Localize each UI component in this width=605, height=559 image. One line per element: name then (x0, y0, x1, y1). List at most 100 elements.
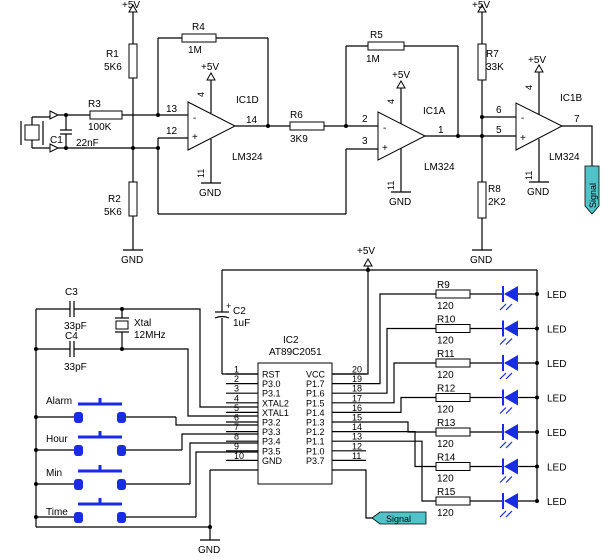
led-label-7: LED (547, 497, 566, 508)
led-res-name-1: R9 (437, 280, 450, 291)
svg-text:GND: GND (470, 255, 492, 266)
led-res-name-3: R11 (437, 349, 455, 360)
resistor-r3 (89, 110, 123, 120)
ic1b-pin7: 7 (574, 114, 580, 125)
svg-text:+5V: +5V (528, 55, 546, 66)
led-label-1: LED (547, 290, 566, 301)
r1-name: R1 (106, 49, 119, 60)
switch-min (36, 465, 190, 490)
ic1d-name: IC1D (236, 95, 259, 106)
led-ray-b-1 (505, 303, 513, 311)
mcu-pin-7-number: 7 (234, 422, 239, 432)
svg-text:GND: GND (198, 545, 220, 556)
svg-text:+5V: +5V (122, 0, 140, 11)
led-res-name-4: R12 (437, 384, 456, 395)
resistor-r5 (367, 41, 405, 51)
led-junction-7 (535, 499, 539, 503)
mcu-pin-17-label: P1.5 (306, 398, 325, 408)
led-res-name-5: R13 (437, 418, 456, 429)
led-label-2: LED (547, 325, 566, 336)
r8-name: R8 (488, 184, 501, 195)
led-label-3: LED (547, 359, 566, 370)
led-wire-4 (366, 396, 436, 413)
mcu-pin-4-label: XTAL2 (262, 398, 289, 408)
mcu-name: IC2 (283, 335, 299, 346)
ic1b-name: IC1B (560, 93, 583, 104)
led-ray-b-4 (505, 407, 513, 414)
svg-text:+: + (226, 301, 231, 311)
mcu-ic2 (257, 362, 333, 485)
c3-value: 33pF (64, 321, 87, 332)
mcu-pin-6-label: P3.2 (262, 418, 281, 428)
switch-label-alarm: Alarm (46, 396, 72, 407)
ic1d-pin14: 14 (246, 115, 258, 126)
led-ray-a-1 (499, 303, 507, 311)
led-res-value-1: 120 (437, 301, 454, 312)
r2-name: R2 (108, 194, 121, 205)
svg-text:+5V: +5V (392, 70, 410, 81)
resistor-r11 (435, 358, 471, 368)
opamp-ic1d: - + (187, 101, 237, 151)
led-label-6: LED (547, 463, 566, 474)
r1-value: 5K6 (104, 62, 122, 73)
c4-name: C4 (65, 331, 78, 342)
resistor-r8 (477, 181, 487, 219)
mcu-pin-13-number: 13 (352, 432, 362, 442)
led-2 (504, 320, 518, 337)
ic1a-pin4: 4 (386, 99, 396, 104)
svg-text:+: + (520, 133, 526, 144)
mcu-pin-10-label: GND (262, 456, 283, 466)
mcu-pin-10-number: 10 (234, 451, 244, 461)
ic1a-pin2: 2 (362, 114, 368, 125)
r5-name: R5 (370, 30, 383, 41)
led-res-name-6: R14 (437, 453, 456, 464)
svg-text:GND: GND (121, 255, 143, 266)
led-res-value-3: 120 (437, 370, 454, 381)
ic1b-pin4: 4 (524, 85, 534, 90)
svg-text:GND: GND (527, 187, 549, 198)
resistor-r7 (477, 43, 487, 81)
mcu-pin-1-label: RST (262, 370, 281, 380)
led-bank: R9120LEDR10120LEDR11120LEDR12120LEDR1312… (366, 280, 566, 519)
r8-value: 2K2 (488, 197, 506, 208)
led-3 (504, 355, 518, 371)
led-res-name-2: R10 (437, 315, 456, 326)
c2-value: 1uF (233, 318, 250, 329)
ic1a-pin3: 3 (362, 136, 368, 147)
led-res-value-4: 120 (437, 405, 454, 416)
c3-name: C3 (65, 287, 78, 298)
led-ray-a-7 (499, 510, 507, 518)
mcu-pin-20-label: VCC (306, 370, 326, 380)
svg-text:GND: GND (389, 197, 411, 208)
ic1a-name: IC1A (423, 106, 446, 117)
xtal-name: Xtal (134, 318, 151, 329)
led-ray-b-7 (505, 510, 513, 518)
resistor-r2 (128, 181, 138, 217)
mcu-pin-19-label: P1.7 (306, 379, 325, 389)
led-ray-a-6 (499, 476, 507, 483)
ic1b-pin11: 11 (524, 171, 534, 180)
c1-name: C1 (50, 135, 63, 146)
crystal-xtal (115, 309, 129, 349)
vcc-1: +5V (122, 0, 140, 13)
switch-alarm (36, 398, 176, 423)
mcu-pin-12-label: P1.0 (306, 446, 325, 456)
svg-text:+5V: +5V (357, 246, 375, 257)
led-res-value-5: 120 (437, 439, 454, 450)
r3-value: 100K (88, 122, 112, 133)
svg-text:+: + (192, 132, 198, 143)
led-wire-5 (366, 421, 436, 433)
r4-name: R4 (192, 22, 205, 33)
r3-name: R3 (88, 99, 101, 110)
mcu-pin-15-label: P1.3 (306, 418, 325, 428)
mcu-pin-6-number: 6 (234, 413, 239, 423)
led-res-name-7: R15 (437, 487, 456, 498)
mcu-pin-16-label: P1.4 (306, 408, 325, 418)
led-wire-6 (366, 431, 436, 468)
mcu-pin-15-number: 15 (352, 413, 362, 423)
input-transducer (20, 110, 60, 153)
resistor-r6 (289, 121, 325, 131)
resistor-r14 (435, 462, 471, 471)
r5-value: 1M (366, 54, 380, 65)
svg-text:-: - (193, 113, 196, 124)
